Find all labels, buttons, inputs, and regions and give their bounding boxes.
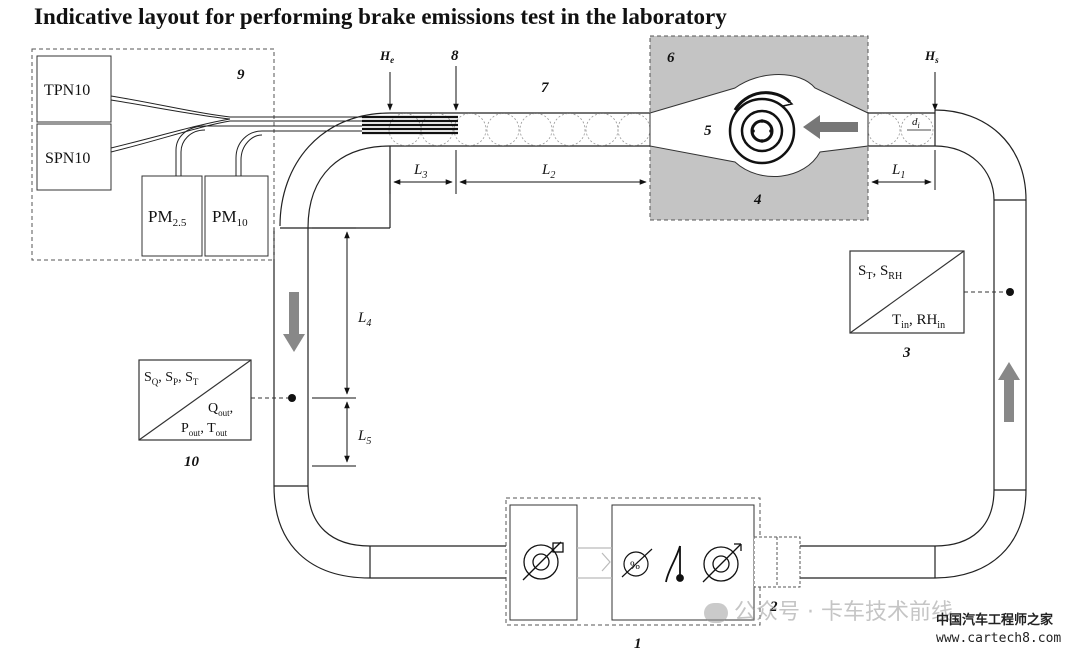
pm10-label: PM10	[212, 207, 248, 229]
fan-icon	[702, 543, 742, 583]
humidity-sensor-icon: %	[621, 548, 653, 578]
inlet-sensor-top-label: ST, SRH	[858, 263, 902, 282]
l2-label: L2	[541, 162, 555, 181]
instrument-group	[31, 48, 362, 261]
outlet-sensor-pt-label: Pout, Tout	[181, 421, 228, 438]
inlet-sensor-labels: ST, SRH Tin, RHin	[858, 263, 945, 331]
marker-labels: He Hs di	[379, 48, 939, 130]
blower-unit: %	[505, 497, 801, 626]
number-4: 4	[753, 192, 762, 208]
instrument-labels: TPN10 SPN10 PM2.5 PM10	[44, 82, 248, 229]
number-3: 3	[902, 345, 911, 361]
spn10-label: SPN10	[45, 150, 90, 167]
outlet-sensor-labels: SQ, SP, ST Qout, Pout, Tout	[144, 370, 233, 438]
component-numbers: 1 2 3 4 5 6 7 8 9 10	[184, 48, 911, 652]
number-9: 9	[237, 67, 245, 83]
flow-up-arrow-icon	[998, 362, 1020, 422]
transfer-tube	[362, 112, 651, 147]
inlet-sensor-bottom-label: Tin, RHin	[892, 312, 945, 331]
inlet-sensor-box	[849, 250, 1014, 334]
he-label: He	[379, 48, 394, 65]
diagram-title: Indicative layout for performing brake e…	[34, 4, 727, 29]
temperature-sensor-icon	[665, 545, 684, 583]
number-8: 8	[451, 48, 459, 64]
outlet-sensor-top-label: SQ, SP, ST	[144, 370, 199, 387]
dimension-labels: L1 L2 L3 L4 L5	[357, 162, 905, 447]
l1-label: L1	[891, 162, 905, 181]
outlet-sensor-qout-label: Qout,	[208, 401, 233, 418]
number-7: 7	[541, 80, 549, 96]
inlet-tube	[867, 112, 935, 147]
l3-label: L3	[413, 162, 427, 181]
number-10: 10	[184, 454, 200, 470]
wechat-icon	[704, 603, 728, 623]
brake-enclosure	[649, 35, 869, 221]
number-5: 5	[704, 123, 712, 139]
airflow-arrow-icon	[803, 115, 858, 139]
watermark-url: www.cartech8.com	[936, 631, 1062, 646]
l4-label: L4	[357, 310, 371, 329]
number-2: 2	[769, 599, 778, 615]
di-label: di	[912, 116, 920, 130]
dimension-lines	[312, 66, 938, 467]
brake-disc	[728, 91, 796, 165]
number-6: 6	[667, 50, 675, 66]
flow-meter-icon	[522, 541, 564, 581]
watermark-site-name: 中国汽车工程师之家	[936, 613, 1054, 628]
outlet-sensor-box	[138, 359, 296, 441]
hs-label: Hs	[924, 48, 939, 65]
pm25-label: PM2.5	[148, 207, 187, 229]
flow-down-arrow-icon	[283, 292, 305, 352]
l5-label: L5	[357, 428, 371, 447]
tpn10-label: TPN10	[44, 82, 90, 99]
duct-loop	[273, 109, 1027, 579]
watermark-account: 公众号 · 卡车技术前线	[704, 594, 953, 626]
number-1: 1	[634, 636, 642, 652]
